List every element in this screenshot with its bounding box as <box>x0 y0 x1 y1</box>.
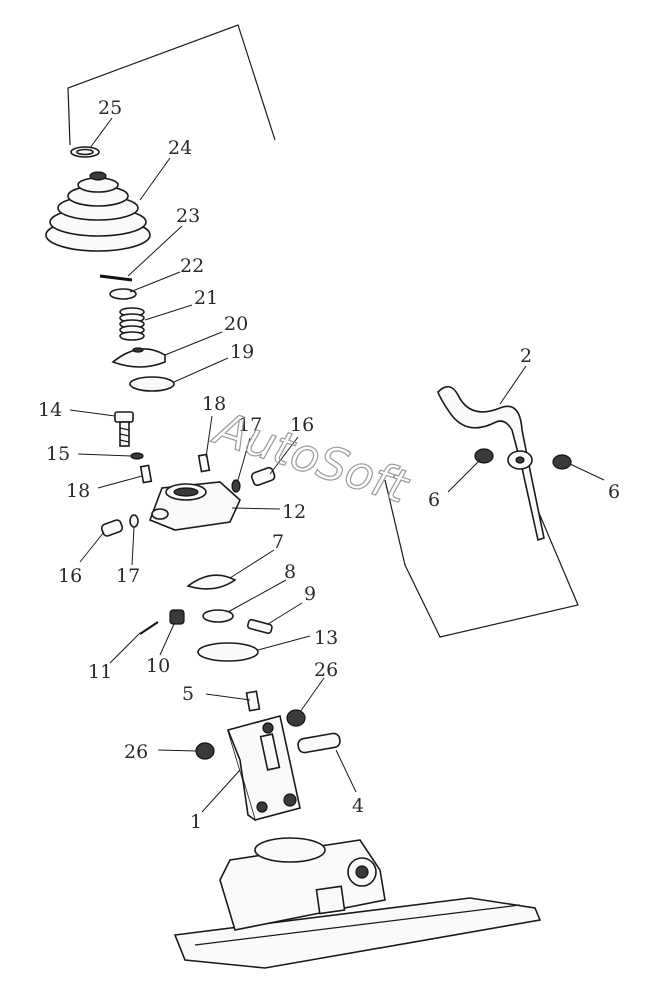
nut-10 <box>169 609 185 625</box>
shift-lever-2 <box>437 385 545 542</box>
callout-16-left: 16 <box>58 565 82 587</box>
o-ring-13 <box>197 642 259 662</box>
callout-6-left: 6 <box>428 489 440 511</box>
right-frame-line <box>384 479 579 638</box>
callout-13: 13 <box>314 627 338 649</box>
callout-26-right: 26 <box>314 659 338 681</box>
shifter-housing-12 <box>148 481 241 531</box>
spring-21 <box>119 307 145 341</box>
callout-12: 12 <box>282 501 306 523</box>
callout-23: 23 <box>176 205 200 227</box>
top-frame-line <box>67 24 276 146</box>
clip-15 <box>130 452 144 460</box>
ring-17-right <box>231 479 241 493</box>
callout-18-right: 18 <box>202 393 226 415</box>
callout-14: 14 <box>38 399 62 421</box>
callout-19: 19 <box>230 341 254 363</box>
bolt-14 <box>114 411 134 447</box>
washer-8 <box>202 609 234 623</box>
callout-10: 10 <box>146 655 170 677</box>
bracket-1 <box>226 715 301 821</box>
spring-seat-20 <box>111 347 166 368</box>
callout-22: 22 <box>180 255 204 277</box>
spring-pin-11 <box>139 621 159 635</box>
callout-2: 2 <box>520 345 532 367</box>
bushing-26-left <box>195 742 215 760</box>
callout-5: 5 <box>182 683 194 705</box>
callout-17-right: 17 <box>238 414 262 436</box>
ring-25-inner <box>76 148 94 156</box>
bushing-6-left <box>474 448 494 464</box>
callout-17-left: 17 <box>116 565 140 587</box>
o-ring-19 <box>129 376 175 392</box>
leader-lines <box>69 117 605 813</box>
seat-7 <box>186 574 237 590</box>
callout-9: 9 <box>304 583 316 605</box>
callout-25: 25 <box>98 97 122 119</box>
pin-18-left <box>139 464 153 484</box>
callout-15: 15 <box>46 443 70 465</box>
callout-labels: 25 24 23 22 21 20 19 14 15 18 18 17 16 1… <box>38 97 620 833</box>
pin-23 <box>99 274 133 282</box>
callout-26-left: 26 <box>124 741 148 763</box>
callout-21: 21 <box>194 287 218 309</box>
callout-24: 24 <box>168 137 192 159</box>
ring-17-left <box>129 514 139 528</box>
pin-4 <box>297 732 341 754</box>
callout-1: 1 <box>190 811 202 833</box>
pin-9 <box>246 618 273 635</box>
rubber-boot-24 <box>45 171 151 252</box>
pin-18-right <box>197 453 211 473</box>
callout-18-left: 18 <box>66 480 90 502</box>
callout-7: 7 <box>272 531 284 553</box>
spring-pin-5 <box>245 690 261 712</box>
washer-22 <box>109 288 137 300</box>
callout-6-right: 6 <box>608 481 620 503</box>
callout-8: 8 <box>284 561 296 583</box>
callout-11: 11 <box>88 661 112 683</box>
bushing-16-right <box>250 466 276 487</box>
callout-20: 20 <box>224 313 248 335</box>
bushing-16-left <box>100 519 124 537</box>
bushing-26-right <box>286 709 306 727</box>
callout-16-right: 16 <box>290 414 314 436</box>
bushing-6-right <box>552 454 572 470</box>
callout-4: 4 <box>352 795 364 817</box>
base-housing <box>173 837 542 969</box>
